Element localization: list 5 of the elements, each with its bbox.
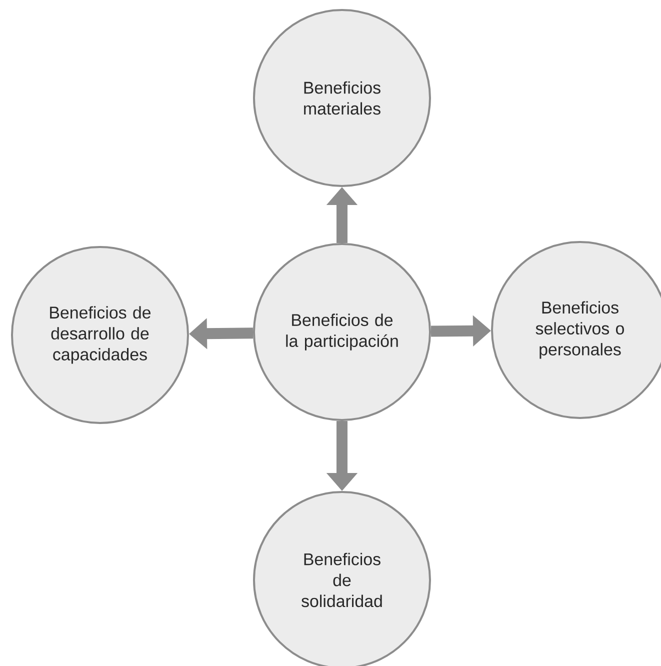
circle-node: Beneficios materiales	[253, 9, 431, 187]
circle-node: Beneficios de la participación	[253, 243, 431, 421]
circle-node: Beneficios selectivos o personales	[491, 241, 661, 419]
circle-node: Beneficios de desarrollo de capacidades	[11, 246, 189, 424]
circle-node: Beneficios de solidaridad	[253, 491, 431, 666]
